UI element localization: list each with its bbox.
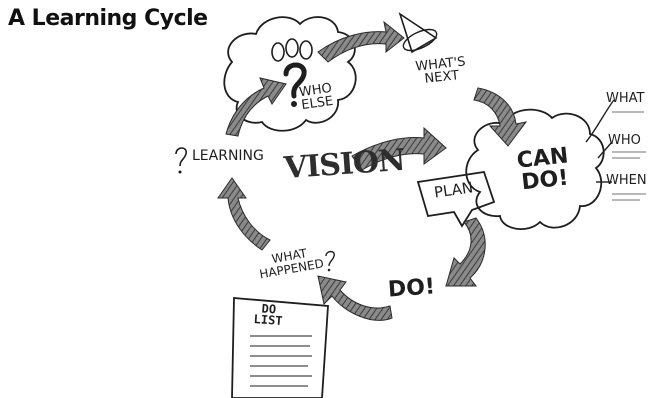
arrow-top-to-next [317, 20, 405, 63]
label-learning: LEARNING [192, 148, 264, 164]
question-mark-icon [283, 62, 307, 99]
arrow-plan-to-do [445, 217, 486, 287]
label-what: WHAT [606, 91, 645, 106]
label-vision: VISION [282, 142, 406, 187]
label-who: WHO [608, 133, 641, 148]
arrow-vision [351, 126, 447, 171]
label-plan: PLAN [432, 178, 475, 202]
label-do: DO! [387, 274, 436, 303]
todo-list-paper [231, 297, 329, 398]
label-todo-list: DO LIST [253, 302, 284, 328]
label-can-do-line2: DO! [520, 165, 570, 196]
pen-sketch [398, 12, 438, 54]
plan-frame [416, 170, 496, 228]
arrow-learning-to-top [225, 77, 287, 137]
label-can-do: CAN DO! [516, 143, 572, 196]
arrow-do-to-happened [317, 275, 393, 321]
arrow-next-to-cando [473, 87, 528, 147]
right-cloud [465, 108, 605, 230]
diagram-title: A Learning Cycle [8, 6, 208, 31]
question-mark-icon [325, 250, 335, 267]
arrow-happened-to-learning [217, 177, 271, 251]
label-who-else: WHO ELSE [298, 81, 334, 113]
label-whats-next: WHAT'S NEXT [415, 54, 468, 86]
question-mark-icon [175, 147, 187, 167]
label-when: WHEN [606, 173, 647, 188]
label-todo-line2: LIST [253, 311, 284, 328]
